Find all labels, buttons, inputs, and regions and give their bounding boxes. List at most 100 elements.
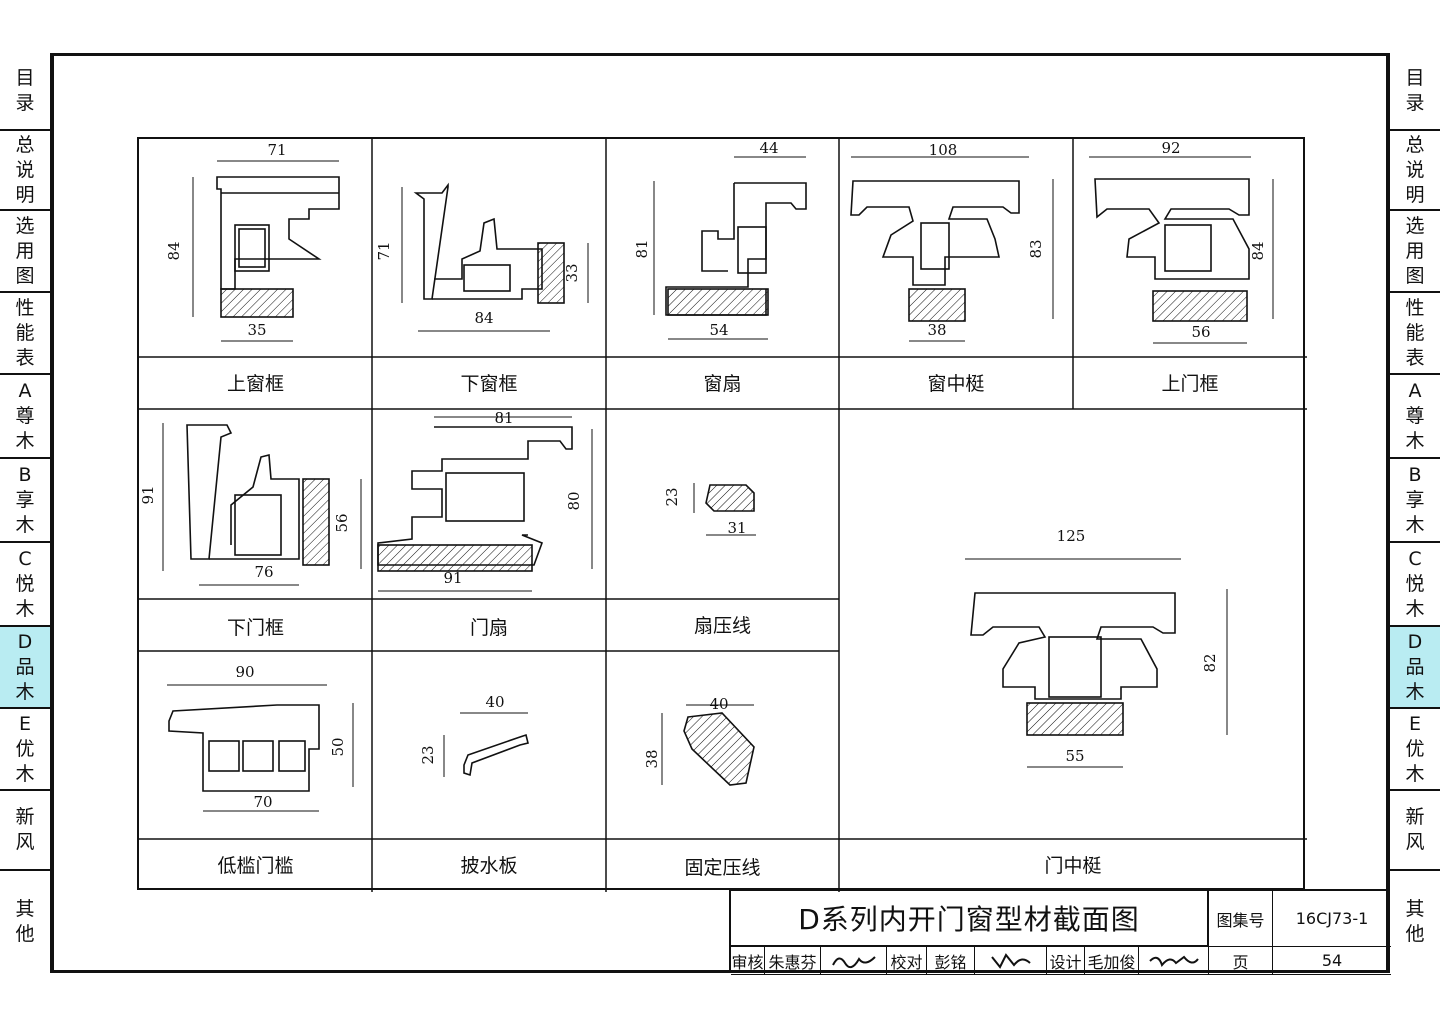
dim-value: 108 <box>929 141 958 159</box>
page-number: 54 <box>1273 947 1391 975</box>
dim-value: 31 <box>727 519 746 537</box>
design-label: 设计 <box>1047 947 1085 975</box>
sidebar-tab-label: 总说明 <box>15 133 35 206</box>
sidebar-tab[interactable]: C悦木 <box>1390 543 1440 627</box>
sidebar-tab-label: 其他 <box>1405 898 1425 945</box>
designer-signature <box>1139 947 1209 975</box>
sidebar-tab[interactable]: 新风 <box>0 791 50 871</box>
profile-shape-shang-chuang-kuang <box>216 176 340 318</box>
sidebar-tab-label: 总说明 <box>1405 133 1425 206</box>
sidebar-tab[interactable]: A尊木 <box>1390 375 1440 459</box>
dim-value: 40 <box>709 695 728 713</box>
sidebar-tab-label: C悦木 <box>15 547 35 620</box>
profile-name: 上窗框 <box>226 373 284 395</box>
sidebar-tab-label: 性能表 <box>1405 296 1425 369</box>
atlas-number: 16CJ73-1 <box>1273 891 1391 947</box>
sidebar-tab-label: E优木 <box>15 712 35 785</box>
sidebar-tab-label: 其他 <box>15 898 35 945</box>
designer-name: 毛加俊 <box>1085 947 1139 975</box>
profile-grid: 上窗框 下窗框 窗扇 窗中梃 上门框 下门框 门扇 扇压线 低槛门槛 披水板 固… <box>137 137 1307 892</box>
profile-name: 门扇 <box>469 617 508 639</box>
checker-signature <box>975 947 1047 975</box>
sidebar-tab[interactable]: 新风 <box>1390 791 1440 871</box>
sidebar-tab[interactable]: 其他 <box>1390 871 1440 973</box>
profile-shape-shang-men-kuang <box>1094 178 1250 322</box>
profile-shape-chuang-shan <box>665 182 807 316</box>
profile-name: 披水板 <box>460 855 518 877</box>
dim-value: 23 <box>419 745 437 764</box>
profile-shape-men-shan <box>377 426 573 572</box>
dim-value: 35 <box>247 321 266 339</box>
profile-name: 下门框 <box>226 617 284 639</box>
sidebar-tab[interactable]: 目录 <box>0 53 50 131</box>
dim-value: 56 <box>1191 323 1210 341</box>
left-sidebar: 目录总说明选用图性能表 A尊木 B享木 C悦木 D品木 E优木新风其他 <box>0 53 52 973</box>
dim-value: 90 <box>235 663 254 681</box>
dim-value: 82 <box>1201 653 1219 672</box>
sidebar-tab[interactable]: B享木 <box>0 459 50 543</box>
sidebar-tab[interactable]: D品木 <box>1390 627 1440 709</box>
sidebar-tab[interactable]: B享木 <box>1390 459 1440 543</box>
signature-image <box>990 952 1031 969</box>
drawing-title: D系列内开门窗型材截面图 <box>731 891 1209 947</box>
profile-name: 低槛门槛 <box>217 855 294 877</box>
dim-value: 40 <box>485 693 504 711</box>
dim-value: 38 <box>643 749 661 768</box>
check-label: 校对 <box>887 947 927 975</box>
sidebar-tab-label: 性能表 <box>15 296 35 369</box>
dim-value: 83 <box>1027 239 1045 258</box>
sidebar-tab-label: D品木 <box>1405 630 1425 703</box>
sidebar-tab[interactable]: D品木 <box>0 627 50 709</box>
dim-value: 81 <box>494 409 513 427</box>
sidebar-tab-label: 目录 <box>1405 67 1425 114</box>
profile-shape-xia-chuang-kuang <box>413 182 565 304</box>
dim-value: 71 <box>267 141 286 159</box>
drawing-frame <box>51 53 1389 973</box>
sidebar-tab[interactable]: 选用图 <box>0 211 50 293</box>
dim-value: 125 <box>1057 527 1086 545</box>
dim-value: 38 <box>927 321 946 339</box>
profile-name: 窗中梃 <box>927 373 985 395</box>
dim-value: 84 <box>165 241 183 260</box>
page-label: 页 <box>1209 947 1273 975</box>
sidebar-tab-label: 新风 <box>15 806 35 853</box>
profile-name: 上门框 <box>1161 373 1219 395</box>
sidebar-tab-label: D品木 <box>15 630 35 703</box>
sidebar-tab[interactable]: 选用图 <box>1390 211 1440 293</box>
sidebar-tab-label: B享木 <box>15 463 35 536</box>
checker-name: 彭铭 <box>927 947 975 975</box>
dim-value: 55 <box>1065 747 1084 765</box>
sidebar-tab[interactable]: 其他 <box>0 871 50 973</box>
signature-image <box>1148 955 1199 967</box>
dim-value: 76 <box>254 563 273 581</box>
sidebar-tab[interactable]: 性能表 <box>1390 293 1440 375</box>
dim-value: 56 <box>333 513 351 532</box>
sidebar-tab-label: 选用图 <box>1405 214 1425 287</box>
profile-drawings: 71 84 35 71 84 33 44 81 54 108 83 38 92 … <box>139 139 1274 812</box>
sidebar-tab[interactable]: C悦木 <box>0 543 50 627</box>
sidebar-tab[interactable]: E优木 <box>1390 709 1440 791</box>
sidebar-tab[interactable]: A尊木 <box>0 375 50 459</box>
sidebar-tab[interactable]: E优木 <box>0 709 50 791</box>
sidebar-tab[interactable]: 目录 <box>1390 53 1440 131</box>
sidebar-tab[interactable]: 总说明 <box>0 131 50 211</box>
dim-value: 54 <box>709 321 728 339</box>
sidebar-tab[interactable]: 性能表 <box>0 293 50 375</box>
dim-value: 84 <box>1249 241 1267 260</box>
sidebar-tab-label: A尊木 <box>15 379 35 452</box>
dim-value: 33 <box>563 263 581 282</box>
dim-value: 80 <box>565 491 583 510</box>
sidebar-tab[interactable]: 总说明 <box>1390 131 1440 211</box>
profile-name: 下窗框 <box>460 373 518 395</box>
profile-shape-pi-shui-ban <box>463 733 529 777</box>
dim-value: 92 <box>1161 139 1180 157</box>
atlas-label: 图集号 <box>1209 891 1273 947</box>
dim-value: 81 <box>633 239 651 258</box>
dim-value: 91 <box>139 485 157 504</box>
dim-value: 71 <box>375 241 393 260</box>
profile-shape-shan-ya-xian <box>705 484 755 512</box>
profile-shape-men-zhong-ting <box>970 592 1176 736</box>
title-block: D系列内开门窗型材截面图 图集号 16CJ73-1 审核 朱惠芬 校对 彭铭 设… <box>729 889 1391 975</box>
dim-value: 23 <box>663 487 681 506</box>
